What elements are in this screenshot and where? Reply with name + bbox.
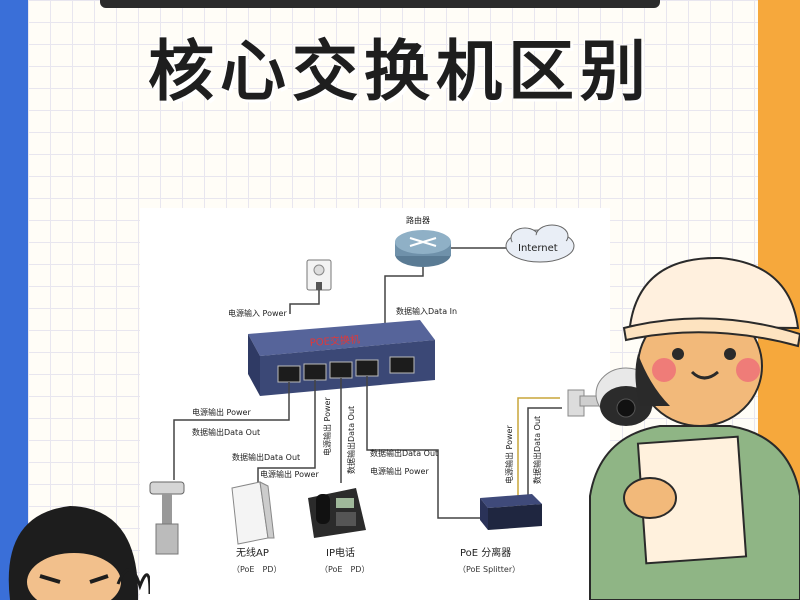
device-sub-ap: （PoE PD） [232, 565, 281, 574]
data-output-label-1: 数据输出Data Out [192, 427, 260, 437]
data-input-label: 数据输入Data In [396, 306, 457, 316]
internet-cloud-icon [505, 224, 575, 263]
device-name-phone: IP电话 [326, 546, 355, 559]
data-output-label-5: 数据输出Data Out [532, 416, 542, 484]
cartoon-girl-illustration [8, 506, 150, 600]
power-output-label-5: 电源输出 Power [504, 425, 514, 484]
power-output-label-2: 电源输出 Power [260, 469, 319, 479]
power-output-label-3: 电源输出 Power [322, 397, 332, 456]
router-icon [395, 230, 451, 267]
device-sub-phone: （PoE PD） [320, 565, 369, 574]
ip-phone-icon [308, 488, 366, 538]
ir-camera-icon [149, 481, 185, 555]
data-output-label-4: 数据输出Data Out [370, 448, 438, 458]
router-label: 路由器 [406, 215, 430, 225]
internet-label: Internet [518, 243, 558, 254]
network-diagram: 电源输入 Power 路由器 Internet 数据输入Data In POE交… [140, 208, 610, 600]
data-output-label-3: 数据输出Data Out [346, 406, 356, 474]
power-output-label-1: 电源输出 Power [192, 407, 251, 417]
poe-splitter-icon [480, 494, 542, 530]
data-output-label-2: 数据输出Data Out [232, 452, 300, 462]
device-name-splitter: PoE 分离器 [460, 546, 511, 559]
wall-outlet-icon [306, 259, 332, 291]
top-decor-bar [100, 0, 660, 8]
device-name-ap: 无线AP [236, 546, 269, 559]
power-output-label-4: 电源输出 Power [370, 466, 429, 476]
poe-switch-icon [248, 320, 435, 396]
wireless-ap-icon [231, 481, 275, 545]
device-sub-splitter: （PoE Splitter） [458, 565, 520, 574]
cartoon-worker-illustration [589, 256, 800, 600]
power-input-label: 电源输入 Power [228, 308, 287, 318]
page-title: 核心交换机区别 [148, 33, 652, 110]
switch-name-label: POE交换机 [309, 333, 360, 349]
